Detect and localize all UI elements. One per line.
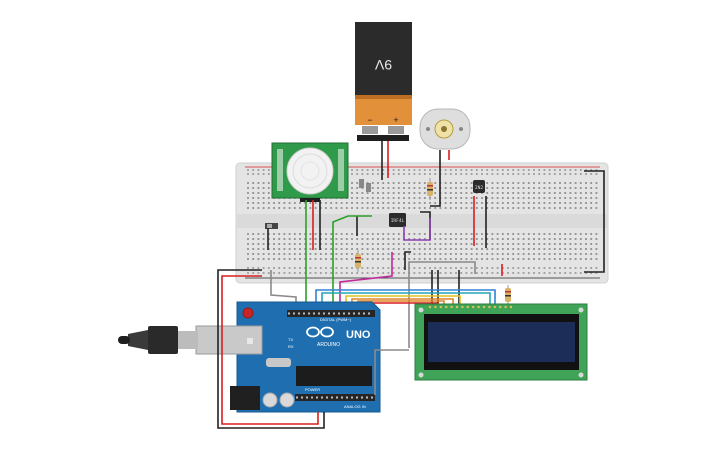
lcd-header-pins xyxy=(428,305,513,309)
usb-cable-icon[interactable] xyxy=(118,326,198,354)
resistor-lcd[interactable] xyxy=(505,285,511,304)
arduino-tx-label: TX xyxy=(288,337,293,342)
arduino-brand-label: ARDUINO xyxy=(317,342,340,348)
transistor-label: 2N2 xyxy=(475,185,483,191)
analog-sensor-wire xyxy=(374,349,409,395)
arduino-digital-label: DIGITAL (PWM~) xyxy=(320,317,352,322)
battery-9v-icon[interactable]: 9V − + xyxy=(355,22,412,141)
arduino-logo-icon xyxy=(306,326,334,338)
battery-label: 9V xyxy=(374,57,392,73)
pir-sensor-icon[interactable] xyxy=(271,142,349,202)
arduino-analog-label: ANALOG IN xyxy=(344,404,366,409)
resistor-lower[interactable] xyxy=(355,250,361,272)
arduino-power-wires xyxy=(217,269,325,429)
ic-label: IRF4L xyxy=(391,218,405,224)
arduino-header-pins xyxy=(288,312,373,399)
battery-minus-label: − xyxy=(367,115,372,125)
resistor-motor[interactable] xyxy=(427,178,433,200)
arduino-rx-label: RX xyxy=(288,344,294,349)
lcd-display-icon[interactable] xyxy=(414,303,588,381)
battery-plus-label: + xyxy=(393,115,398,125)
arduino-uno-board[interactable]: UNO ARDUINO DIGITAL (PWM~) ANALOG IN POW… xyxy=(195,301,381,413)
motor-wire-black xyxy=(430,150,441,207)
arduino-power-label: POWER xyxy=(305,387,320,392)
ic-chip[interactable]: IRF4L xyxy=(389,213,406,227)
arduino-model-label: UNO xyxy=(346,329,371,341)
slide-switch[interactable] xyxy=(265,223,278,229)
photoresistor[interactable] xyxy=(359,179,371,192)
dc-motor-icon[interactable] xyxy=(419,108,471,150)
transistor[interactable]: 2N2 xyxy=(473,180,485,193)
